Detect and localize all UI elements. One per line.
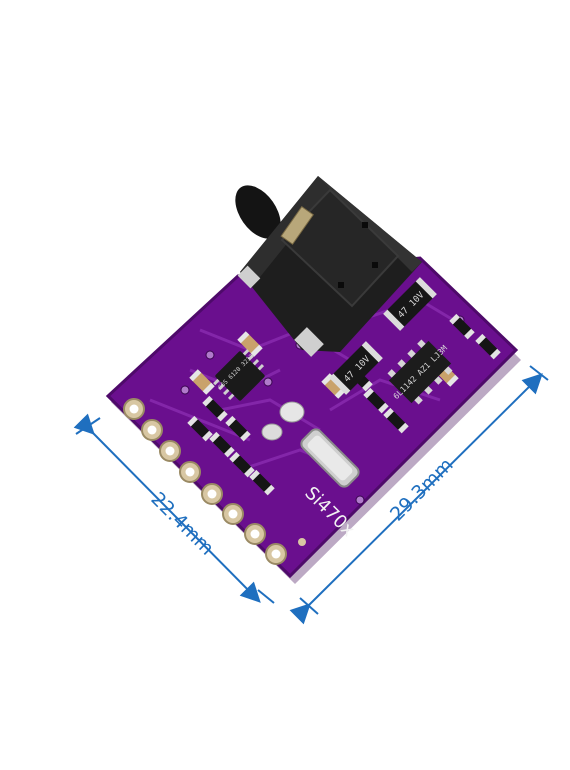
radio-ic-chip: G6S 6120 3232 xyxy=(213,349,265,401)
audio-jack xyxy=(235,176,422,357)
